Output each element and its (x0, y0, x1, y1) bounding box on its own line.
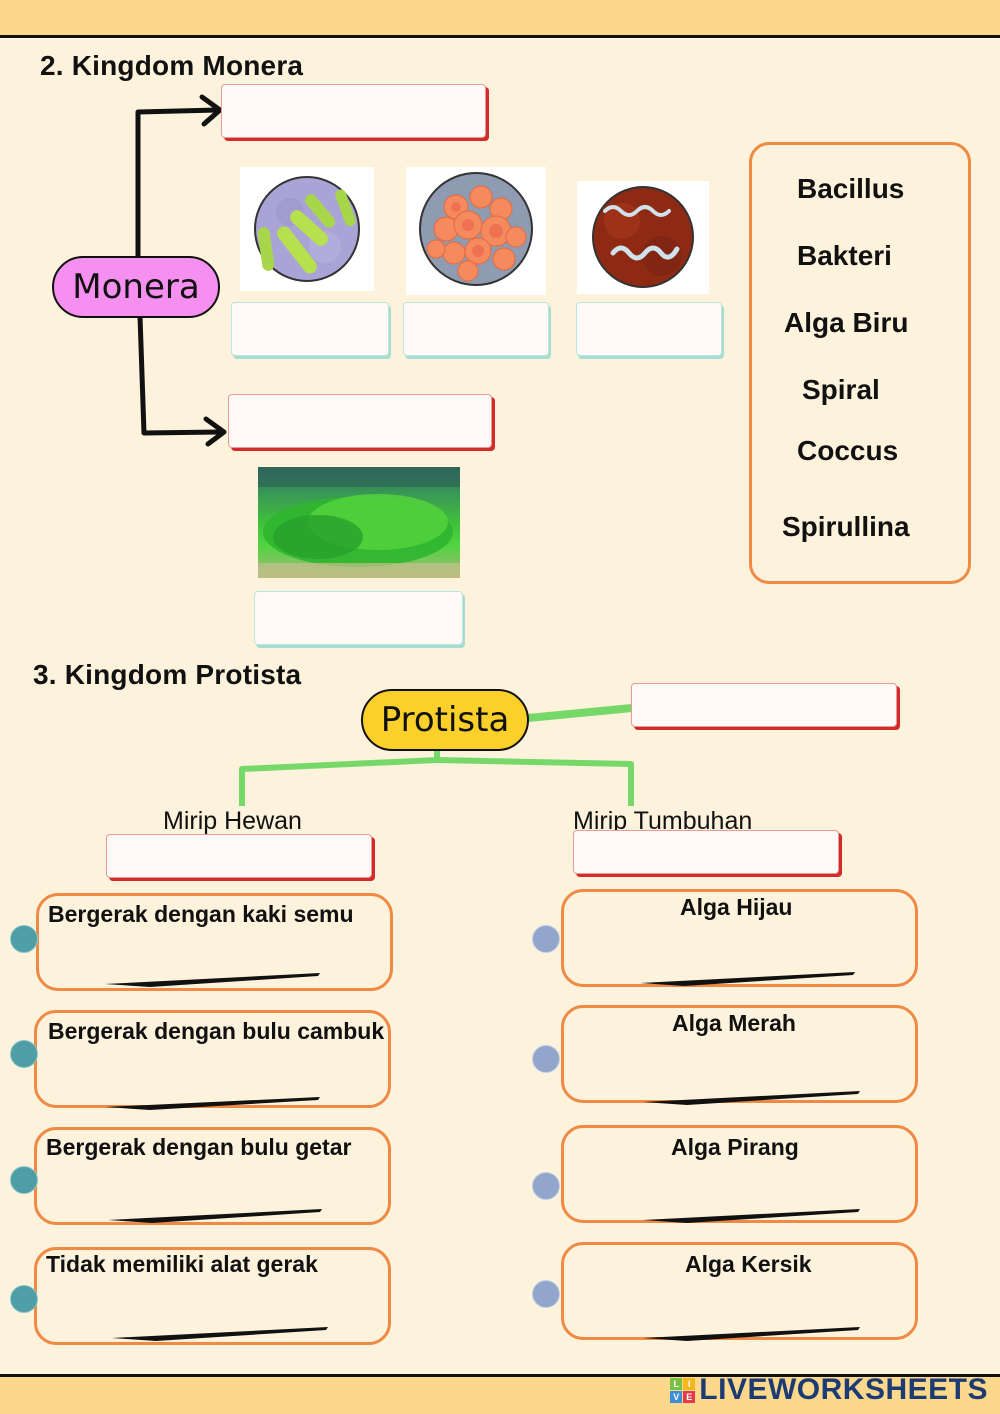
animal-like-answer-box[interactable] (106, 834, 372, 878)
liveworksheets-logo-icon: L I V E (670, 1377, 696, 1403)
match-dot-left[interactable] (10, 925, 38, 953)
brush-stroke (643, 1209, 860, 1223)
protista-node-label: Protista (380, 700, 510, 740)
liveworksheets-brand[interactable]: L I V E LIVEWORKSHEETS (670, 1373, 988, 1407)
arrow-line-top (135, 107, 221, 258)
brush-stroke (105, 1097, 320, 1110)
word-bank-item[interactable]: Coccus (797, 435, 899, 466)
coccus-image (406, 167, 546, 295)
protista-answer-box-main[interactable] (631, 683, 897, 727)
bottom-band (0, 1374, 1000, 1414)
line-branches (239, 757, 634, 806)
animal-like-card-text: Bergerak dengan kaki semu (48, 901, 354, 927)
arrow-head-top (199, 94, 223, 127)
protista-node: Protista (361, 689, 529, 751)
animal-like-card-text: Tidak memiliki alat gerak (46, 1251, 318, 1277)
blue-algae-image (258, 467, 460, 578)
plant-like-card (561, 1005, 918, 1103)
brush-stroke (640, 972, 855, 986)
protista-section-title: 3. Kingdom Protista (33, 659, 302, 690)
monera-node-label: Monera (72, 267, 200, 307)
word-bank-item[interactable]: Spiral (802, 374, 880, 405)
word-bank-item[interactable]: Bacillus (797, 173, 905, 204)
brush-stroke (112, 1327, 328, 1341)
plant-like-card (561, 1125, 918, 1223)
plant-like-card-text: Alga Pirang (671, 1134, 799, 1160)
word-bank-item[interactable]: Alga Biru (784, 307, 909, 338)
brush-stroke (105, 973, 320, 987)
arrow-line-bottom (137, 313, 223, 436)
branch-label-animal-like: Mirip Hewan (163, 807, 302, 835)
word-bank-item[interactable]: Bakteri (797, 240, 892, 271)
monera-answer-box-bottom[interactable] (228, 394, 492, 448)
word-bank-item[interactable]: Spirullina (782, 511, 910, 542)
protista-connector-lines (239, 704, 636, 806)
monera-node: Monera (52, 256, 220, 318)
plant-like-card-text: Alga Kersik (685, 1251, 812, 1277)
plant-like-answer-box[interactable] (573, 830, 839, 874)
brand-name: LIVEWORKSHEETS (699, 1373, 988, 1406)
top-band (0, 0, 1000, 38)
match-dot-left[interactable] (10, 1166, 38, 1194)
spiral-image (577, 181, 709, 294)
plant-like-card-text: Alga Hijau (680, 894, 793, 920)
shape-answer-box-2[interactable] (403, 302, 549, 356)
monera-section-title: 2. Kingdom Monera (40, 50, 304, 81)
monera-answer-box-top[interactable] (221, 84, 486, 138)
match-dot-right[interactable] (532, 925, 560, 953)
animal-like-card-text: Bergerak dengan bulu cambuk (48, 1018, 385, 1044)
bacillus-image (240, 167, 374, 291)
brush-stroke (108, 1209, 322, 1223)
shape-answer-box-1[interactable] (231, 302, 389, 356)
plant-like-card (561, 1242, 918, 1340)
plant-like-card (561, 889, 918, 987)
word-bank (749, 142, 971, 584)
match-dot-left[interactable] (10, 1285, 38, 1313)
brush-stroke (643, 1091, 860, 1105)
match-dot-left[interactable] (10, 1040, 38, 1068)
algae-answer-box[interactable] (254, 591, 463, 645)
animal-like-card (34, 1247, 391, 1345)
animal-like-card-text: Bergerak dengan bulu getar (46, 1134, 352, 1160)
line-to-main-box (524, 704, 636, 722)
animal-like-card (34, 1127, 391, 1225)
brush-stroke (643, 1327, 860, 1341)
match-dot-right[interactable] (532, 1280, 560, 1308)
plant-like-card-text: Alga Merah (672, 1010, 796, 1036)
arrow-head-bottom (203, 416, 227, 447)
match-dot-right[interactable] (532, 1172, 560, 1200)
animal-like-card (36, 893, 393, 991)
match-dot-right[interactable] (532, 1045, 560, 1073)
shape-answer-box-3[interactable] (576, 302, 722, 356)
monera-connector-arrows (135, 94, 227, 447)
